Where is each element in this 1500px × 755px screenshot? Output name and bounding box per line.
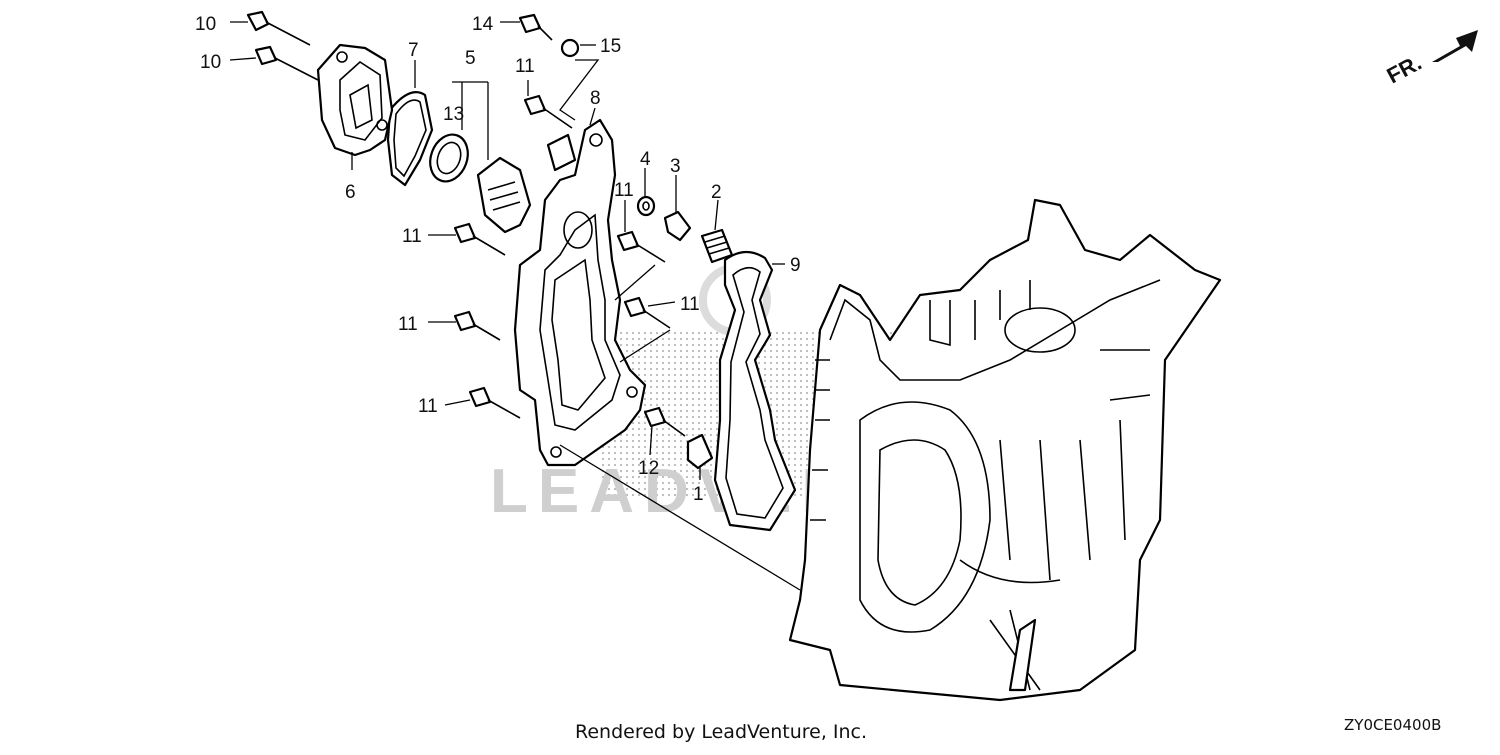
callout-11-left-middle: 11	[398, 314, 418, 335]
callout-3: 3	[670, 156, 681, 177]
thermostat-5	[476, 156, 532, 234]
callout-14: 14	[472, 14, 494, 35]
bolts	[246, 10, 686, 437]
spring-2	[700, 228, 734, 264]
washer-4	[636, 195, 656, 217]
callout-13: 13	[443, 104, 464, 125]
callout-10-lower: 10	[200, 52, 221, 73]
callout-1: 1	[693, 484, 704, 505]
valve-3	[663, 210, 692, 242]
front-direction-label: FR.	[1383, 50, 1426, 89]
callout-11-left-upper: 11	[402, 226, 422, 247]
callout-8: 8	[590, 88, 601, 109]
front-direction-arrow: FR.	[1383, 30, 1478, 88]
callout-10-upper: 10	[195, 14, 216, 35]
callout-11-right: 11	[680, 294, 700, 315]
o-ring-7	[386, 91, 434, 187]
callout-5: 5	[465, 48, 476, 69]
callout-2: 2	[711, 182, 722, 203]
seal-13	[429, 133, 469, 183]
drawing-code: ZY0CE0400B	[1344, 716, 1441, 734]
gasket-9	[713, 250, 797, 532]
callout-7: 7	[408, 40, 419, 61]
callout-9: 9	[790, 255, 801, 276]
engine-block	[788, 198, 1222, 702]
callout-6: 6	[345, 182, 356, 203]
callout-12: 12	[638, 458, 659, 479]
callout-11-top: 11	[515, 56, 535, 77]
collar-1	[686, 433, 714, 470]
footer-credit: Rendered by LeadVenture, Inc.	[575, 721, 867, 743]
callout-4: 4	[640, 149, 651, 170]
cover-6	[316, 43, 394, 157]
callout-15: 15	[600, 36, 621, 57]
cover-plate-8	[513, 118, 647, 467]
callout-11-middle: 11	[614, 180, 634, 201]
callouts: 10 10 14 15 7 5 13 11 8 6 4 3 11 2 9 11 …	[195, 14, 801, 505]
leader-lines	[229, 21, 801, 591]
callout-11-left-lower: 11	[418, 396, 438, 417]
